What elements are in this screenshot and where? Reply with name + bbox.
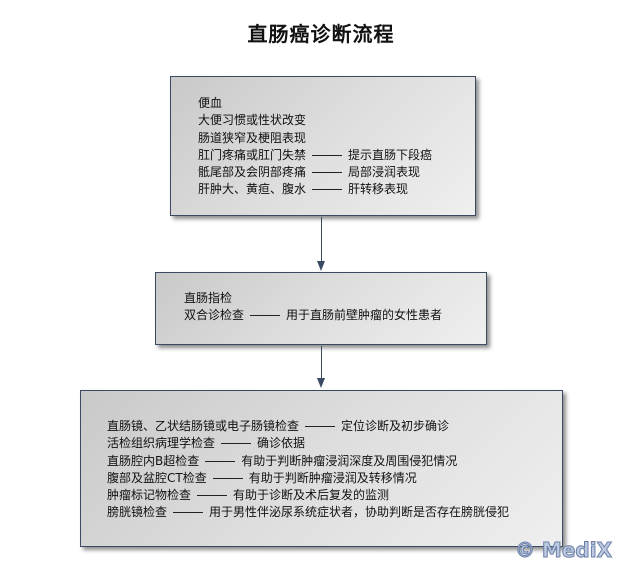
investigation-note: 用于男性伴泌尿系统症状者，协助判断是否存在膀胱侵犯 (209, 505, 510, 520)
symptom-row: 肠道狭窄及梗阻表现 (198, 130, 432, 147)
symptom-note: 肝转移表现 (348, 182, 409, 197)
diagram-title: 直肠癌诊断流程 (247, 22, 395, 46)
connector-line (312, 189, 343, 191)
investigation-text: 直肠腔内B超检查 (107, 453, 200, 468)
rectal-exam-box (155, 272, 487, 345)
connector-line (312, 154, 343, 156)
investigation-text: 活检组织病理学检查 (107, 436, 216, 451)
symptom-row: 肛门疼痛或肛门失禁 提示直肠下段癌 (198, 147, 432, 164)
symptom-note: 提示直肠下段癌 (348, 147, 433, 162)
connector-line (305, 426, 336, 427)
connector-line (173, 512, 204, 514)
symptom-text: 大便习惯或性状改变 (198, 113, 307, 128)
exam-row: 双合诊检查 用于直肠前壁肿瘤的女性患者 (184, 307, 442, 324)
connector-line (212, 477, 243, 479)
symptom-text: 肠道狭窄及梗阻表现 (198, 130, 307, 145)
connector-line (197, 495, 228, 497)
investigation-note: 定位诊断及初步确诊 (341, 419, 450, 433)
watermark: © MediX (514, 538, 612, 562)
exam-note: 用于直肠前壁肿瘤的女性患者 (286, 308, 443, 323)
symptom-note: 局部浸润表现 (348, 165, 421, 180)
symptom-text: 肝肿大、黄疸、腹水 (198, 182, 307, 197)
investigation-text: 直肠镜、乙状结肠镜或电子肠镜检查 (107, 419, 300, 433)
connector-line (312, 172, 343, 174)
investigation-row: 直肠腔内B超检查 有助于判断肿瘤浸润深度及周围侵犯情况 (107, 453, 509, 470)
investigation-note: 有助于判断肿瘤浸润及转移情况 (248, 470, 417, 485)
symptom-row: 骶尾部及会阴部疼痛 局部浸润表现 (198, 164, 432, 181)
investigations-box (80, 390, 563, 547)
symptom-row: 便血 (198, 95, 432, 112)
investigation-note: 确诊依据 (257, 436, 306, 451)
connector-line (221, 443, 252, 445)
flow-arrow-1 (321, 217, 322, 262)
symptoms-list: 便血 大便习惯或性状改变 肠道狭窄及梗阻表现 肛门疼痛或肛门失禁提示直肠下段癌 … (198, 95, 432, 199)
exam-text: 直肠指检 (184, 291, 233, 305)
rectal-exam-list: 直肠指检 双合诊检查 用于直肠前壁肿瘤的女性患者 (184, 290, 442, 325)
investigation-row: 直肠镜、乙状结肠镜或电子肠镜检查 定位诊断及初步确诊 (107, 418, 509, 435)
investigation-text: 腹部及盆腔CT检查 (107, 470, 207, 485)
connector-line (250, 315, 281, 317)
investigation-text: 膀胱镜检查 (107, 505, 168, 520)
symptom-row: 大便习惯或性状改变 (198, 112, 432, 129)
investigation-row: 腹部及盆腔CT检查 有助于判断肿瘤浸润及转移情况 (107, 470, 509, 487)
symptom-text: 便血 (198, 96, 223, 110)
investigation-row: 膀胱镜检查 用于男性伴泌尿系统症状者，协助判断是否存在膀胱侵犯 (107, 504, 509, 521)
connector-line (205, 460, 236, 462)
symptom-row: 肝肿大、黄疸、腹水 肝转移表现 (198, 181, 432, 198)
arrowhead-icon (317, 261, 325, 271)
symptom-text: 肛门疼痛或肛门失禁 (198, 147, 307, 162)
exam-row: 直肠指检 (184, 290, 442, 307)
exam-text: 双合诊检查 (184, 308, 245, 323)
investigations-list: 直肠镜、乙状结肠镜或电子肠镜检查定位诊断及初步确诊 活检组织病理学检查确诊依据 … (107, 418, 509, 522)
investigation-note: 有助于判断肿瘤浸润深度及周围侵犯情况 (241, 453, 458, 468)
symptom-text: 骶尾部及会阴部疼痛 (198, 165, 307, 180)
symptoms-box (170, 76, 476, 216)
investigation-row: 活检组织病理学检查 确诊依据 (107, 435, 509, 452)
investigation-text: 肿瘤标记物检查 (107, 488, 192, 503)
investigation-note: 有助于诊断及术后复发的监测 (233, 488, 390, 503)
flow-arrow-2 (321, 346, 322, 379)
investigation-row: 肿瘤标记物检查 有助于诊断及术后复发的监测 (107, 487, 509, 504)
arrowhead-icon (317, 378, 325, 388)
